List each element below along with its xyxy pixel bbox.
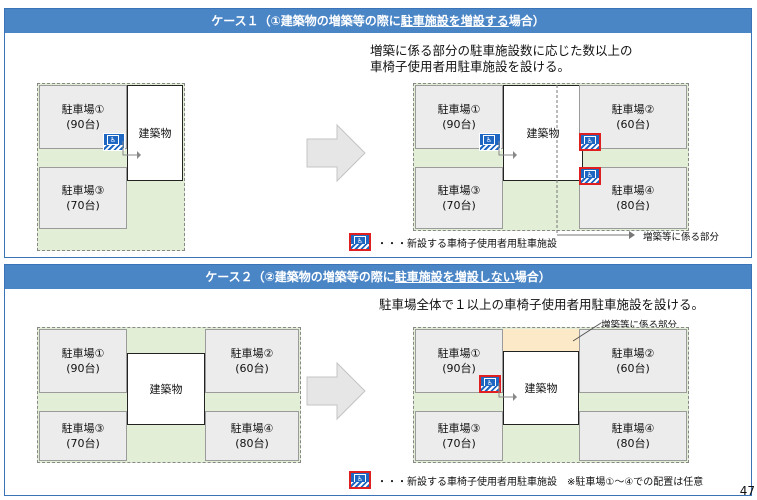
lot-count: (60台) — [235, 362, 269, 375]
extension-leader-line — [572, 322, 602, 342]
lot-name: 駐車場① — [437, 347, 481, 360]
case1-panel: ケース１（①建築物の増築等の際に駐車施設を増設する場合） 駐車場① (90台) … — [4, 8, 752, 258]
case2-title-suffix: 場合） — [514, 270, 551, 284]
lot-name: 駐車場② — [611, 103, 655, 116]
route-arrow-icon — [498, 141, 517, 159]
transition-arrow-icon — [306, 361, 366, 421]
legend-new-space-icon: ♿ — [349, 471, 371, 489]
extension-leader-line — [556, 85, 635, 239]
case2-title-underline: 駐車施設を増設しない — [394, 270, 515, 284]
legend-text: ・・・新設する車椅子使用者用駐車施設 — [377, 476, 557, 488]
lot-count: (70台) — [442, 199, 476, 212]
case1-after-building: 建築物 — [503, 85, 583, 181]
case2-before-lot1: 駐車場① (90台) — [39, 329, 127, 393]
new-wheelchair-space-icon: ♿ — [579, 133, 601, 151]
case1-title: ケース１（①建築物の増築等の際に駐車施設を増設する場合） — [5, 9, 751, 33]
case1-legend: ♿ ・・・新設する車椅子使用者用駐車施設 — [349, 233, 557, 251]
case1-before-lot3: 駐車場③ (70台) — [39, 167, 127, 229]
case1-after-lot2: 駐車場② (60台) — [579, 85, 687, 149]
case1-before-lot1: 駐車場① (90台) — [39, 85, 127, 149]
note-line2: 車椅子使用者用駐車施設を設ける。 — [370, 59, 571, 74]
lot-name: 駐車場① — [61, 103, 105, 116]
lot-name: 駐車場② — [230, 347, 274, 360]
route-arrow-icon — [498, 383, 517, 401]
case2-after-lot4: 駐車場④ (80台) — [579, 411, 687, 461]
lot-count: (70台) — [66, 199, 100, 212]
case2-extension-area — [503, 329, 579, 351]
note-line1: 増築に係る部分の駐車施設数に応じた数以上の — [370, 43, 633, 58]
lot-count: (90台) — [66, 118, 100, 131]
case1-title-suffix: 場合） — [508, 14, 545, 28]
route-arrow-icon — [122, 141, 141, 159]
case2-title: ケース２（②建築物の増築等の際に駐車施設を増設しない場合） — [5, 265, 751, 289]
case2-before-lot4: 駐車場④ (80台) — [205, 411, 299, 461]
lot-count: (90台) — [442, 118, 476, 131]
lot-name: 駐車場④ — [230, 422, 274, 435]
building-label: 建築物 — [149, 383, 183, 396]
legend-note: ※駐車場①～④での配置は任意 — [567, 476, 704, 488]
new-wheelchair-space-icon: ♿ — [579, 167, 601, 185]
lot-count: (80台) — [235, 437, 269, 450]
lot-name: 駐車場③ — [61, 422, 105, 435]
lot-name: 駐車場④ — [611, 184, 655, 197]
lot-count: (60台) — [616, 362, 650, 375]
case1-after-lot3: 駐車場③ (70台) — [415, 167, 503, 229]
transition-arrow-icon — [306, 123, 366, 183]
case2-after-lot2: 駐車場② (60台) — [579, 329, 687, 393]
case2-after-building: 建築物 — [503, 351, 579, 425]
lot-name: 駐車場③ — [437, 422, 481, 435]
case1-before-building: 建築物 — [127, 85, 183, 181]
case2-title-prefix: ケース２（②建築物の増築等の際に — [205, 270, 395, 284]
case2-before-lot3: 駐車場③ (70台) — [39, 411, 127, 461]
case2-extension-label: 増築等に係る部分 — [601, 320, 678, 331]
legend-text: ・・・新設する車椅子使用者用駐車施設 — [377, 238, 557, 250]
lot-count: (80台) — [616, 437, 650, 450]
building-label: 建築物 — [524, 382, 558, 395]
lot-count: (60台) — [616, 118, 650, 131]
case2-before-lot2: 駐車場② (60台) — [205, 329, 299, 393]
new-wheelchair-space-icon: ♿ — [479, 375, 501, 393]
legend-new-space-icon: ♿ — [349, 233, 371, 251]
case2-note: 駐車場全体で１以上の車椅子使用者用駐車施設を設ける。 — [379, 297, 705, 312]
case1-extension-label: 増築等に係る部分 — [643, 232, 720, 243]
lot-name: 駐車場③ — [61, 184, 105, 197]
case2-before-building: 建築物 — [127, 353, 205, 425]
lot-count: (70台) — [442, 437, 476, 450]
case1-title-underline: 駐車施設を増設する — [400, 14, 509, 28]
case2-after-lot3: 駐車場③ (70台) — [415, 411, 503, 461]
lot-count: (70台) — [66, 437, 100, 450]
lot-name: 駐車場① — [61, 347, 105, 360]
wheelchair-space-icon: ♿ — [103, 133, 125, 151]
building-label: 建築物 — [526, 127, 560, 140]
building-label: 建築物 — [138, 127, 172, 140]
lot-name: 駐車場③ — [437, 184, 481, 197]
lot-name: 駐車場④ — [611, 422, 655, 435]
case1-title-prefix: ケース１（①建築物の増築等の際に — [211, 14, 401, 28]
page-number: 47 — [739, 484, 755, 498]
lot-count: (90台) — [66, 362, 100, 375]
wheelchair-space-icon: ♿ — [479, 133, 501, 151]
lot-name: 駐車場① — [437, 103, 481, 116]
lot-name: 駐車場② — [611, 347, 655, 360]
case2-legend: ♿ ・・・新設する車椅子使用者用駐車施設 ※駐車場①～④での配置は任意 — [349, 471, 703, 489]
case2-panel: ケース２（②建築物の増築等の際に駐車施設を増設しない場合） 駐車場① (90台)… — [4, 264, 752, 496]
lot-count: (80台) — [616, 199, 650, 212]
case1-note: 増築に係る部分の駐車施設数に応じた数以上の 車椅子使用者用駐車施設を設ける。 — [370, 43, 633, 75]
lot-count: (90台) — [442, 362, 476, 375]
